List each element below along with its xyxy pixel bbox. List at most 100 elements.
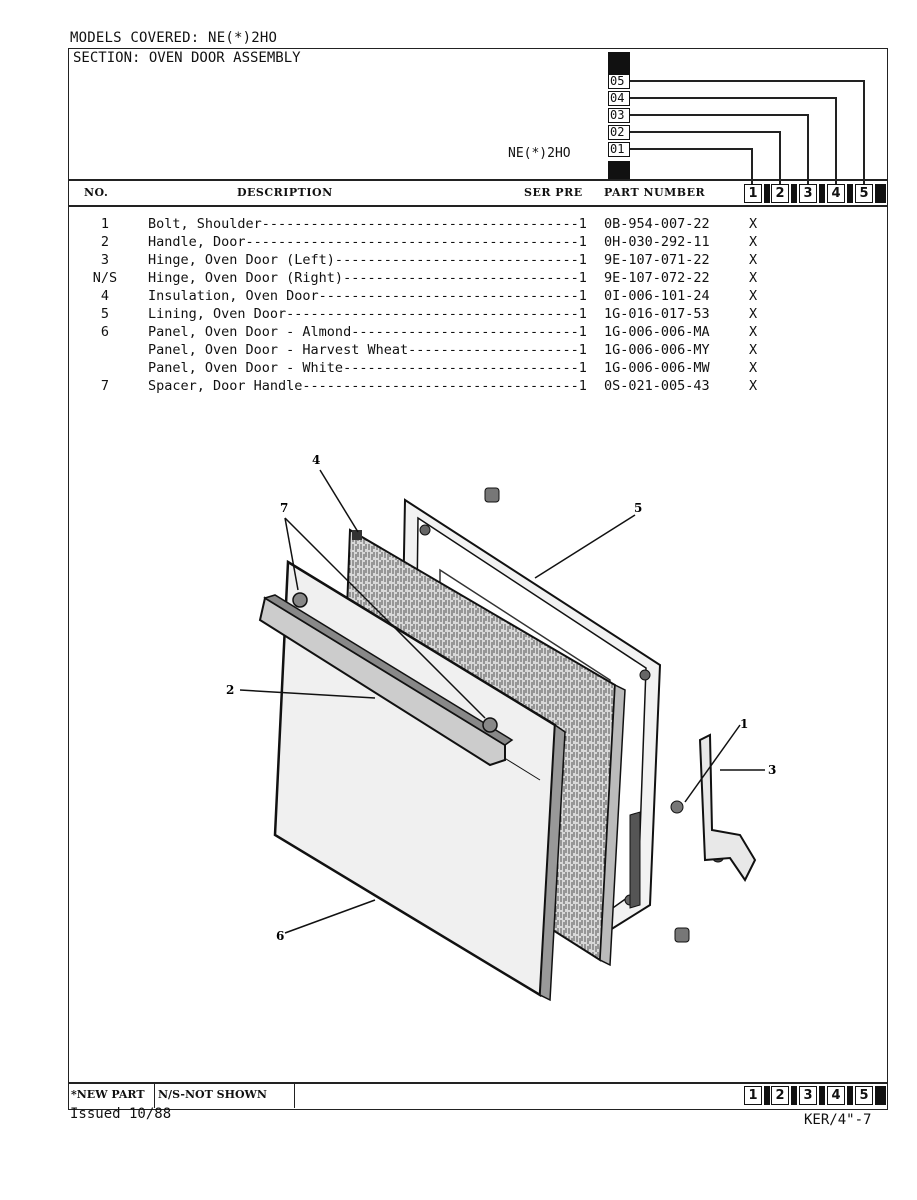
part-number: 0S-021-005-43 <box>604 378 710 394</box>
callout-3: 3 <box>768 763 776 777</box>
part-number: 1G-016-017-53 <box>604 306 710 322</box>
part-number: 1G-006-006-MA <box>604 324 710 340</box>
col-separator <box>847 184 853 203</box>
model-mark: X <box>749 342 758 358</box>
footer-model-col-3: 3 <box>799 1086 817 1105</box>
header-model-col-3: 3 <box>799 184 817 203</box>
part-number: 9E-107-072-22 <box>604 270 710 286</box>
model-mark: X <box>749 234 758 250</box>
col-separator <box>875 1086 886 1105</box>
table-row: 1 Bolt, Shoulder------------------------… <box>0 216 757 234</box>
table-row: 2 Handle, Door--------------------------… <box>0 234 757 252</box>
model-mark: X <box>749 306 758 322</box>
callout-6: 6 <box>276 929 284 943</box>
col-separator <box>764 184 770 203</box>
callout-4: 4 <box>312 453 320 467</box>
part-number: 1G-006-006-MW <box>604 360 710 376</box>
part-no: N/S <box>92 270 118 286</box>
part-no: 6 <box>100 324 110 340</box>
model-mark: X <box>749 378 758 394</box>
section-title: SECTION: OVEN DOOR ASSEMBLY <box>73 50 301 66</box>
col-separator <box>791 184 797 203</box>
footer-rule <box>68 1082 888 1084</box>
not-shown-legend: N/S-NOT SHOWN <box>155 1084 295 1108</box>
col-separator <box>791 1086 797 1105</box>
table-row: Panel, Oven Door - White----------------… <box>0 360 757 378</box>
part-description: Insulation, Oven Door-------------------… <box>148 288 587 304</box>
callout-1: 1 <box>740 717 748 731</box>
leader-02 <box>630 131 781 184</box>
col-separator <box>847 1086 853 1105</box>
part-description: Hinge, Oven Door (Right)----------------… <box>148 270 587 286</box>
col-separator <box>875 184 886 203</box>
table-row: N/S Hinge, Oven Door (Right)------------… <box>0 270 757 288</box>
col-separator <box>819 184 825 203</box>
part-number: 0H-030-292-11 <box>604 234 710 250</box>
header-rule-top <box>68 179 888 181</box>
callout-7: 7 <box>280 501 288 515</box>
page-frame <box>68 48 888 1110</box>
column-header-description: DESCRIPTION <box>237 186 333 199</box>
serial-code-05: 05 <box>608 74 630 89</box>
serial-bar-bottom <box>608 161 630 179</box>
part-description: Panel, Oven Door - White----------------… <box>148 360 587 376</box>
part-description: Lining, Oven Door-----------------------… <box>148 306 587 322</box>
table-row: 5 Lining, Oven Door---------------------… <box>0 306 757 324</box>
table-row: 6 Panel, Oven Door - Almond-------------… <box>0 324 757 342</box>
footer-model-col-5: 5 <box>855 1086 873 1105</box>
page-reference: KER/4"-7 <box>804 1112 872 1128</box>
part-number: 0B-954-007-22 <box>604 216 710 232</box>
part-no: 5 <box>100 306 110 322</box>
part-description: Spacer, Door Handle---------------------… <box>148 378 587 394</box>
column-header-part-number: PART NUMBER <box>604 186 706 199</box>
column-header-no: NO. <box>84 186 109 199</box>
serial-bar-top <box>608 52 630 74</box>
footer-model-col-1: 1 <box>744 1086 762 1105</box>
part-no: 1 <box>100 216 110 232</box>
serial-code-04: 04 <box>608 91 630 106</box>
leader-03 <box>630 114 809 184</box>
part-number: 1G-006-006-MY <box>604 342 710 358</box>
header-model-col-2: 2 <box>771 184 789 203</box>
leader-04 <box>630 97 837 184</box>
serial-code-02: 02 <box>608 125 630 140</box>
part-no: 7 <box>100 378 110 394</box>
part-no: 4 <box>100 288 110 304</box>
leader-05 <box>630 80 865 184</box>
serial-code-01: 01 <box>608 142 630 157</box>
footer-model-col-2: 2 <box>771 1086 789 1105</box>
part-number: 0I-006-101-24 <box>604 288 710 304</box>
callout-5: 5 <box>634 501 642 515</box>
table-row: 7 Spacer, Door Handle-------------------… <box>0 378 757 396</box>
part-description: Panel, Oven Door - Harvest Wheat--------… <box>148 342 587 358</box>
part-description: Hinge, Oven Door (Left)-----------------… <box>148 252 587 268</box>
part-description: Bolt, Shoulder--------------------------… <box>148 216 587 232</box>
model-mark: X <box>749 324 758 340</box>
part-no: 3 <box>100 252 110 268</box>
model-mark: X <box>749 270 758 286</box>
col-separator <box>764 1086 770 1105</box>
leader-01 <box>630 148 753 184</box>
model-mark: X <box>749 252 758 268</box>
part-description: Handle, Door----------------------------… <box>148 234 587 250</box>
col-separator <box>819 1086 825 1105</box>
part-number: 9E-107-071-22 <box>604 252 710 268</box>
serial-code-03: 03 <box>608 108 630 123</box>
header-model-col-4: 4 <box>827 184 845 203</box>
column-header-ser-pre: SER PRE <box>524 186 583 199</box>
table-row: 3 Hinge, Oven Door (Left)---------------… <box>0 252 757 270</box>
handle-part <box>258 592 514 767</box>
oven-door-exploded-diagram: 4 7 5 2 1 3 6 <box>226 453 776 1002</box>
new-part-legend: *NEW PART <box>68 1084 155 1108</box>
model-mark: X <box>749 216 758 232</box>
part-description: Panel, Oven Door - Almond---------------… <box>148 324 587 340</box>
callout-leaders <box>239 469 765 934</box>
header-model-col-5: 5 <box>855 184 873 203</box>
part-no: 2 <box>100 234 110 250</box>
header-model-col-1: 1 <box>744 184 762 203</box>
table-row: 4 Insulation, Oven Door-----------------… <box>0 288 757 306</box>
model-code: NE(*)2HO <box>508 146 571 161</box>
callout-2: 2 <box>226 683 234 697</box>
header-rule-bottom <box>68 205 888 207</box>
serial-leader-lines <box>630 80 865 184</box>
